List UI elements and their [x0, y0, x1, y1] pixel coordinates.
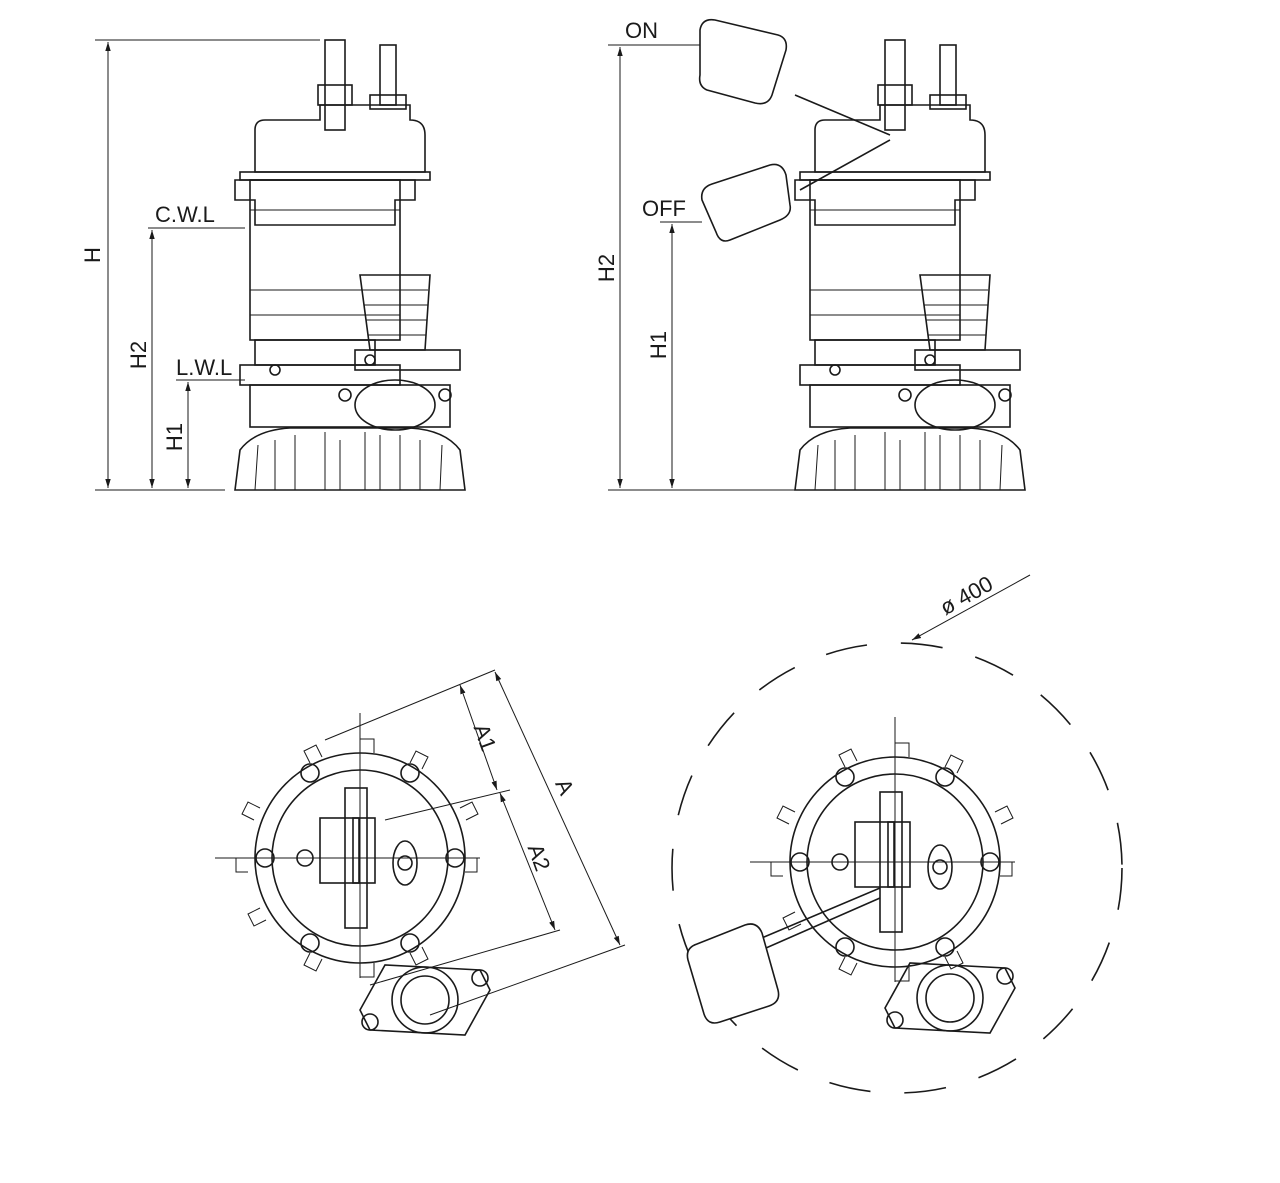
- h1-label: H1: [162, 423, 187, 451]
- float-switch-on: [698, 18, 788, 105]
- a1-dimension-line: [459, 684, 498, 791]
- off-label: OFF: [642, 196, 686, 221]
- a-label: A: [550, 775, 579, 799]
- cwl-label: C.W.L: [155, 202, 215, 227]
- h-label: H: [80, 247, 105, 263]
- a-dimension-line: [494, 671, 621, 946]
- right-plan-view: ø 400: [671, 571, 1123, 1094]
- left-elevation-view: H C.W.L H2 L.W.L H1: [80, 39, 466, 491]
- right-elevation-view: ON OFF H2 H1: [594, 18, 1026, 491]
- h1-label: H1: [646, 331, 671, 359]
- float-swing-circle: [671, 642, 1123, 1094]
- lwl-label: L.W.L: [176, 355, 232, 380]
- float-switch: [686, 923, 780, 1024]
- left-plan-view: A1 A A2: [214, 669, 626, 1036]
- a1-label: A1: [469, 721, 502, 755]
- diameter-label: ø 400: [936, 571, 997, 620]
- a2-label: A2: [523, 841, 556, 875]
- float-switch-off: [700, 163, 792, 242]
- h2-label: H2: [126, 341, 151, 369]
- on-label: ON: [625, 18, 658, 43]
- diameter-leader-line: [911, 574, 1031, 641]
- h2-label: H2: [594, 254, 619, 282]
